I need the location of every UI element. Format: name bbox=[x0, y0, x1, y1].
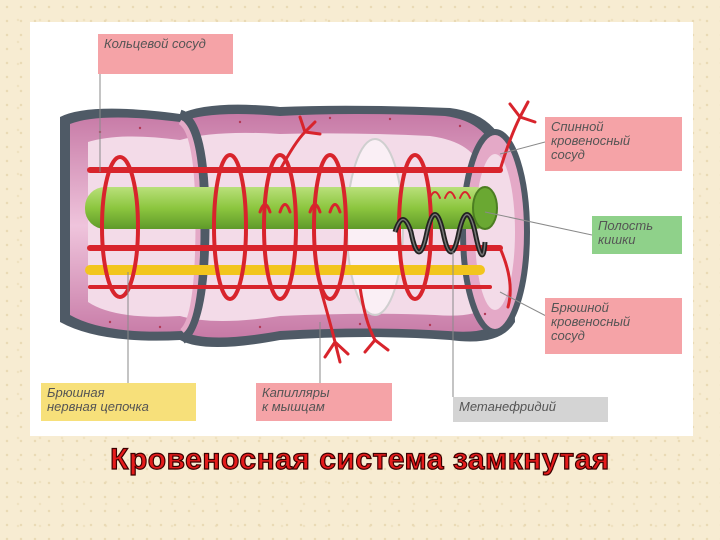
label-ring-vessel: Кольцевой сосуд bbox=[98, 34, 233, 74]
slide-caption: Кровеносная система замкнутая bbox=[0, 443, 720, 477]
label-nerve-chain: Брюшная нервная цепочка bbox=[41, 383, 196, 421]
label-gut-cavity: Полость кишки bbox=[592, 216, 682, 254]
label-capillaries: Капилляры к мышцам bbox=[256, 383, 392, 421]
diagram-figure: Кольцевой сосуд Спинной кровеносный сосу… bbox=[30, 22, 693, 436]
label-metanephridium: Метанефридий bbox=[453, 397, 608, 422]
gut-tube bbox=[85, 187, 497, 229]
label-ventral-vessel: Брюшной кровеносный сосуд bbox=[545, 298, 682, 354]
nerve-chain bbox=[85, 265, 485, 275]
label-dorsal-vessel: Спинной кровеносный сосуд bbox=[545, 117, 682, 171]
